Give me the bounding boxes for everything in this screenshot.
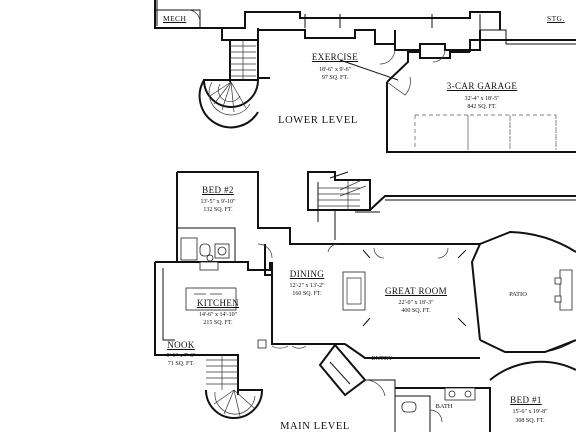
room-label-exercise: EXERCISE	[311, 52, 359, 62]
room-label-bath: BATH	[435, 403, 453, 410]
room-area-garage: 842 SQ. FT.	[467, 104, 497, 110]
room-dims-bed1: 15'-6" x 19'-8"	[512, 409, 548, 415]
room-dims-bed2: 13'-5" x 9'-10"	[200, 199, 236, 205]
main-level-walls	[154, 171, 576, 432]
room-area-exercise: 97 SQ. FT.	[321, 75, 349, 81]
room-area-bed1: 308 SQ. FT.	[515, 418, 545, 424]
room-label-entry: ENTRY	[371, 355, 393, 362]
room-dims-nook: 9'-6" x 7'-6"	[166, 353, 196, 359]
room-area-kitchen: 215 SQ. FT.	[203, 320, 233, 326]
room-label-garage: 3-CAR GARAGE	[446, 81, 518, 91]
room-label-mech: MECH	[163, 14, 187, 23]
room-dims-garage: 32'-4" x 18'-5"	[464, 96, 500, 102]
room-label-great-room: GREAT ROOM	[384, 286, 448, 296]
room-dims-great-room: 22'-0" x 18'-3"	[398, 300, 434, 306]
room-area-dining: 160 SQ. FT.	[292, 291, 322, 297]
room-label-dining: DINING	[289, 269, 325, 279]
room-label-stg: STG.	[547, 14, 565, 23]
room-dims-exercise: 18'-6" x 9'-6"	[318, 67, 352, 73]
room-label-nook: NOOK	[167, 340, 195, 350]
room-label-bed1: BED #1	[510, 395, 542, 405]
room-area-great-room: 400 SQ. FT.	[401, 308, 431, 314]
room-dims-kitchen: 14'-6" x 14'-10"	[198, 312, 238, 318]
room-label-kitchen: KITCHEN	[196, 298, 240, 308]
room-area-nook: 71 SQ. FT.	[167, 361, 195, 367]
room-area-bed2: 132 SQ. FT.	[203, 207, 233, 213]
room-dims-dining: 12'-2" x 13'-2"	[289, 283, 325, 289]
lower-level-walls	[154, 0, 576, 153]
room-label-bed2: BED #2	[202, 185, 234, 195]
level-label-lower: LOWER LEVEL	[278, 115, 358, 126]
room-label-patio: PATIO	[509, 291, 527, 298]
level-label-main: MAIN LEVEL	[280, 421, 350, 432]
